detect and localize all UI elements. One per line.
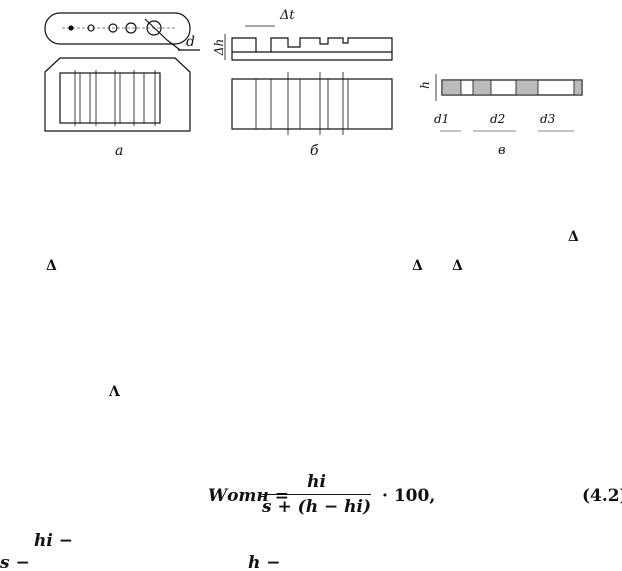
plate-section [44, 57, 191, 132]
formula-lhs: Wотн = [208, 486, 289, 506]
panel-label-c: в [498, 143, 506, 158]
definition-h: h − [248, 553, 281, 571]
dim-d1: d1 [434, 112, 450, 126]
panel-label-a: а [115, 143, 124, 159]
formula-tail: · 100, [382, 486, 436, 506]
formula-number: (4.2) [582, 486, 622, 506]
definition-s: s − [0, 553, 30, 571]
formula-fraction: hi s + (h − hi) [262, 472, 371, 517]
dim-d2: d2 [490, 112, 506, 126]
dim-delta-t: Δt [280, 8, 295, 23]
dim-h: h [417, 81, 432, 89]
delta-symbol: Δ [46, 258, 57, 274]
formula-denominator: s + (h − hi) [262, 497, 371, 517]
panel-label-b: б [310, 143, 319, 159]
delta-symbol: Δ [412, 258, 423, 274]
lambda-symbol: Λ [109, 384, 120, 400]
plate-top-view [44, 12, 191, 45]
formula-numerator: hi [262, 472, 371, 495]
figure-drawings [44, 12, 583, 135]
dim-d: d [186, 34, 195, 50]
delta-symbol: Δ [452, 258, 463, 274]
dim-d3: d3 [540, 112, 556, 126]
definition-hi: hi − [34, 531, 73, 551]
dim-delta-h: Δh [212, 38, 227, 56]
delta-symbol: Δ [568, 229, 579, 245]
